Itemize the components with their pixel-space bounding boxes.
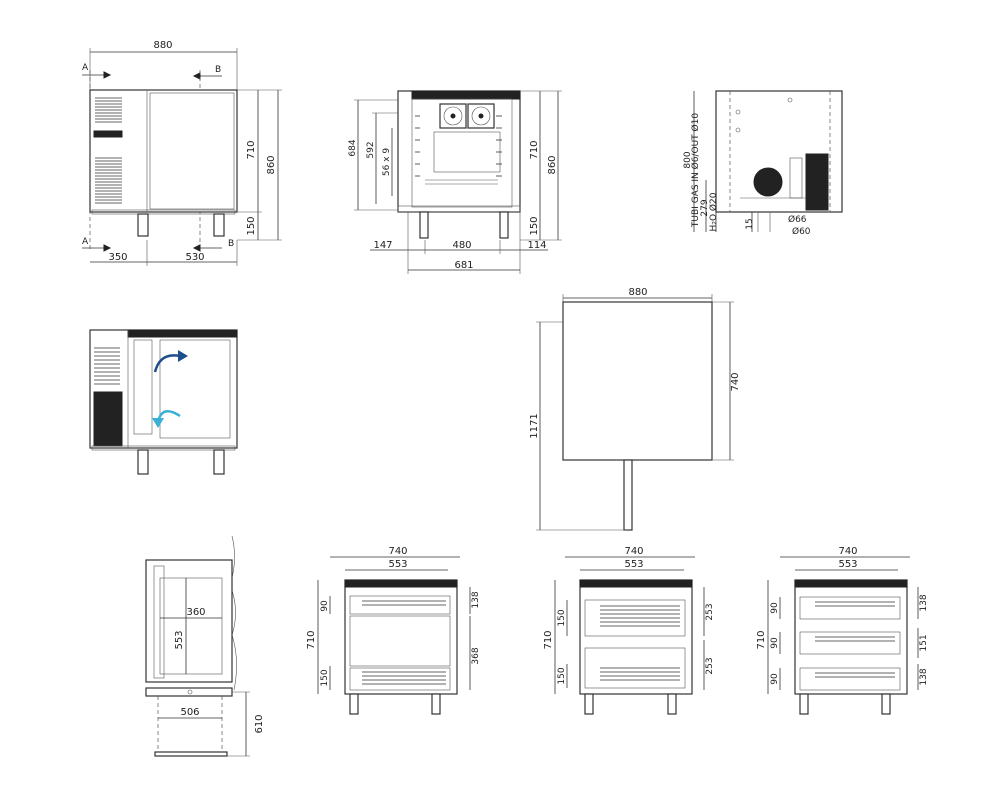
detail-w360: 360 bbox=[186, 607, 205, 618]
section-front-view: 684 592 56 x 9 710 860 150 147 480 114 6… bbox=[348, 90, 562, 274]
config2-h710: 710 bbox=[543, 630, 554, 649]
logo-plate-icon bbox=[93, 130, 123, 138]
front-height-710: 710 bbox=[246, 140, 257, 159]
config2-w740: 740 bbox=[624, 546, 643, 557]
condenser-icon bbox=[805, 153, 829, 211]
section-a-top: A bbox=[82, 63, 89, 73]
front-width-880: 880 bbox=[153, 40, 172, 51]
config2-h253a: 253 bbox=[705, 603, 715, 620]
config1-h150: 150 bbox=[320, 669, 330, 686]
section-h592: 592 bbox=[366, 141, 376, 158]
config3-h151: 151 bbox=[919, 634, 929, 651]
config2-h150b: 150 bbox=[557, 667, 567, 684]
airflow-section-view bbox=[89, 329, 238, 475]
front-right-530: 530 bbox=[185, 252, 204, 263]
detail-h553: 553 bbox=[174, 630, 185, 649]
section-h860: 860 bbox=[547, 155, 558, 174]
side-gas-pipe: TUBI GAS IN Ø6/OUT Ø10 bbox=[690, 113, 701, 228]
section-depth-681: 681 bbox=[454, 260, 473, 271]
fan-icon bbox=[450, 113, 456, 119]
config-view-3: 740 553 710 90 90 90 138 151 138 bbox=[756, 546, 929, 715]
top-width-880: 880 bbox=[628, 287, 647, 298]
side-h800: 800 bbox=[683, 151, 693, 168]
config3-h710: 710 bbox=[756, 630, 767, 649]
config3-w740: 740 bbox=[838, 546, 857, 557]
config3-h90c: 90 bbox=[770, 673, 780, 685]
section-rails: 56 x 9 bbox=[382, 148, 392, 177]
config1-w740: 740 bbox=[388, 546, 407, 557]
front-left-350: 350 bbox=[108, 252, 127, 263]
config1-h710: 710 bbox=[306, 630, 317, 649]
config3-w553: 553 bbox=[838, 559, 857, 570]
config1-w553: 553 bbox=[388, 559, 407, 570]
config3-h90a: 90 bbox=[770, 602, 780, 614]
config-view-1: 740 553 710 90 150 138 368 bbox=[306, 546, 481, 715]
section-left-147: 147 bbox=[373, 240, 392, 251]
config3-h138b: 138 bbox=[919, 668, 929, 685]
side-drain: H₂O Ø20 bbox=[708, 192, 719, 231]
side-view: 800 TUBI GAS IN Ø6/OUT Ø10 279 H₂O Ø20 1… bbox=[683, 90, 843, 237]
fan-icon bbox=[478, 113, 484, 119]
detail-w506: 506 bbox=[180, 707, 199, 718]
config2-h150a: 150 bbox=[557, 609, 567, 626]
top-view: 880 740 1171 bbox=[529, 287, 741, 531]
airflow-out-arrow-icon bbox=[153, 354, 181, 373]
config1-h138: 138 bbox=[471, 591, 481, 608]
section-a-bottom: A bbox=[82, 237, 89, 247]
section-h684: 684 bbox=[348, 139, 358, 156]
section-h710: 710 bbox=[529, 140, 540, 159]
section-h150: 150 bbox=[529, 216, 540, 235]
config3-h90b: 90 bbox=[770, 637, 780, 649]
config2-h253b: 253 bbox=[705, 657, 715, 674]
config1-h368: 368 bbox=[471, 647, 481, 664]
compressor-icon bbox=[753, 167, 783, 197]
config2-w553: 553 bbox=[624, 559, 643, 570]
front-view: 880 A B A B bbox=[82, 40, 282, 266]
section-b-top: B bbox=[215, 65, 221, 75]
config3-h138a: 138 bbox=[919, 594, 929, 611]
section-detail-view: 360 553 506 610 bbox=[145, 535, 265, 757]
side-d66b: Ø60 bbox=[792, 226, 811, 237]
config-view-2: 740 553 710 150 150 253 253 bbox=[543, 546, 715, 715]
top-door-1171: 1171 bbox=[529, 413, 540, 438]
section-inner-480: 480 bbox=[452, 240, 471, 251]
front-leg-150: 150 bbox=[246, 216, 257, 235]
section-right-114: 114 bbox=[527, 240, 546, 251]
side-h279: 279 bbox=[700, 199, 710, 216]
side-d66a: Ø66 bbox=[788, 214, 807, 225]
section-b-bottom: B bbox=[228, 239, 234, 249]
front-height-860: 860 bbox=[266, 155, 277, 174]
detail-h610: 610 bbox=[254, 714, 265, 733]
config1-h90: 90 bbox=[320, 600, 330, 612]
side-h15: 15 bbox=[745, 218, 755, 229]
top-depth-740: 740 bbox=[730, 372, 741, 391]
